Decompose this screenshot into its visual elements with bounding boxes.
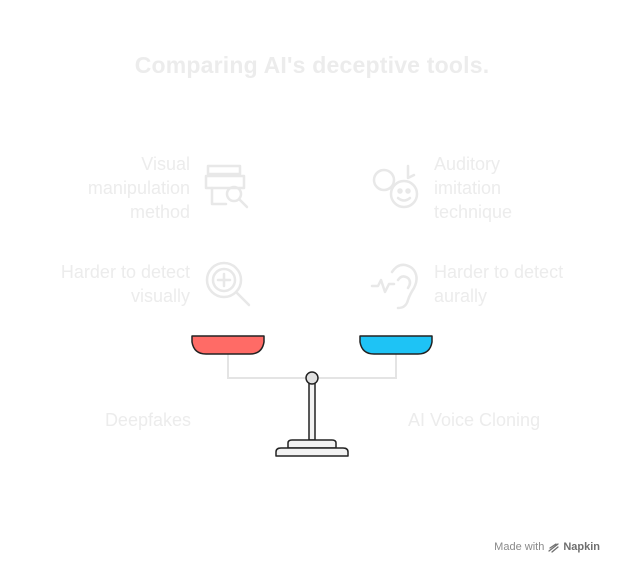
left-feature-1-line-1: Visual [141, 154, 190, 174]
right-pan [359, 335, 433, 355]
zoom-plus-icon [205, 261, 251, 307]
left-feature-1: Visual manipulation method [40, 152, 190, 224]
right-feature-2-line-1: Harder to detect [434, 262, 564, 282]
right-feature-2-line-2: aurally [434, 286, 488, 306]
diagram-title: Comparing AI's deceptive tools. [134, 52, 490, 78]
scale-base-top [287, 439, 337, 449]
scale-pivot [305, 371, 319, 385]
right-feature-1-line-1: Auditory [434, 154, 501, 174]
left-feature-1-line-2: manipulation [87, 178, 190, 198]
footer: Made with Napkin [494, 541, 600, 553]
napkin-brand[interactable]: Napkin [563, 541, 600, 553]
right-feature-1-line-2: imitation [434, 178, 502, 198]
left-pan [191, 335, 265, 355]
left-feature-2: Harder to detect visually [20, 260, 190, 308]
print-search-icon [204, 164, 249, 209]
right-feature-1-line-3: technique [434, 202, 513, 222]
right-feature-1: Auditory imitation technique [434, 152, 604, 224]
scale-pole [308, 381, 316, 441]
scale-base-bottom [275, 447, 349, 457]
left-feature-1-line-3: method [129, 202, 190, 222]
made-with-text: Made with [494, 541, 545, 553]
right-feature-2: Harder to detect aurally [434, 260, 604, 308]
left-feature-2-line-1: Harder to detect [60, 262, 190, 282]
ear-wave-icon [370, 263, 418, 310]
napkin-logo-icon [548, 542, 559, 553]
left-feature-2-line-2: visually [130, 286, 190, 306]
left-label: Deepfakes [104, 410, 191, 430]
face-music-icon [372, 164, 419, 209]
right-label: AI Voice Cloning [408, 410, 541, 430]
